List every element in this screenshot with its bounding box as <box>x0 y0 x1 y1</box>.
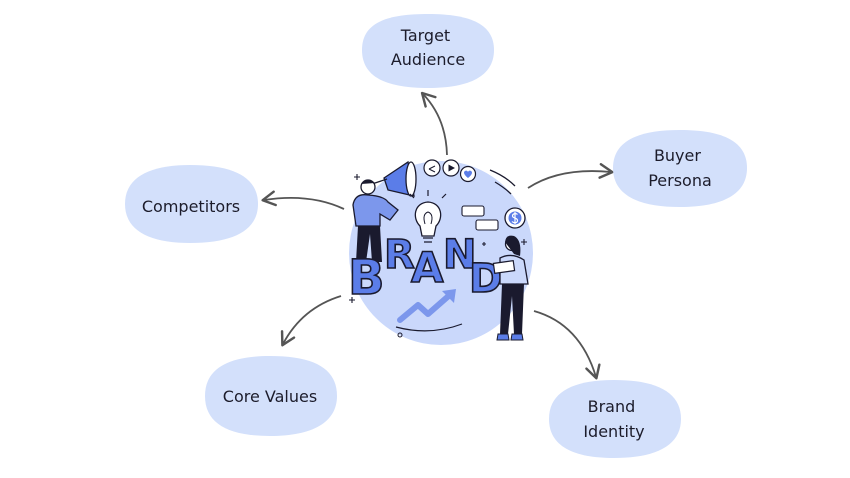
bubble-buyer-persona <box>613 130 747 207</box>
label-line: Audience <box>391 50 465 69</box>
man-with-megaphone <box>352 179 399 262</box>
dollar-icon <box>504 207 526 229</box>
label-line: Target <box>400 26 451 45</box>
svg-text:Target Audience: Target Audience <box>391 26 465 69</box>
woman-with-tablet <box>492 235 529 341</box>
label-line: Competitors <box>142 197 240 216</box>
label-line: Identity <box>583 422 644 441</box>
brand-letter: B <box>348 250 385 306</box>
social-icons <box>423 159 477 183</box>
brand-letter: R <box>384 232 415 278</box>
node-target-audience: Target Audience <box>362 14 494 88</box>
arrow-to-target-audience <box>420 91 448 156</box>
arrow-to-competitors <box>261 190 345 210</box>
node-buyer-persona: Buyer Persona <box>613 130 747 207</box>
node-brand-identity: Brand Identity <box>549 380 681 458</box>
node-core-values: Core Values <box>205 356 337 436</box>
svg-text:Competitors: Competitors <box>142 197 240 216</box>
lightbulb-icon <box>409 190 447 243</box>
brand-letter: A <box>411 243 444 292</box>
trend-arrow-icon <box>395 289 463 338</box>
megaphone-icon <box>371 160 417 197</box>
bubble-brand-identity <box>549 380 681 458</box>
connector-arrows <box>261 91 614 380</box>
motion-lines <box>489 169 516 195</box>
brand-letter: N <box>443 232 476 278</box>
arrow-to-brand-identity <box>533 310 601 380</box>
chat-bubbles-icon <box>461 205 499 231</box>
brand-word: B R A N D <box>347 231 503 307</box>
label-line: Persona <box>648 171 712 190</box>
svg-text:Buyer Persona: Buyer Persona <box>648 146 712 190</box>
node-competitors: Competitors <box>125 165 258 243</box>
sparkles <box>349 174 527 303</box>
bubble-competitors <box>125 165 258 243</box>
brand-illustration: B R A N D <box>347 159 533 345</box>
label-line: Core Values <box>223 387 317 406</box>
bubble-target-audience <box>362 14 494 88</box>
label-line: Buyer <box>654 146 701 165</box>
bubble-core-values <box>205 356 337 436</box>
arrow-to-core-values <box>280 295 342 347</box>
label-line: Brand <box>588 397 636 416</box>
svg-text:Core Values: Core Values <box>223 387 317 406</box>
arrow-to-buyer-persona <box>527 163 614 189</box>
svg-text:Brand Identity: Brand Identity <box>583 397 644 441</box>
